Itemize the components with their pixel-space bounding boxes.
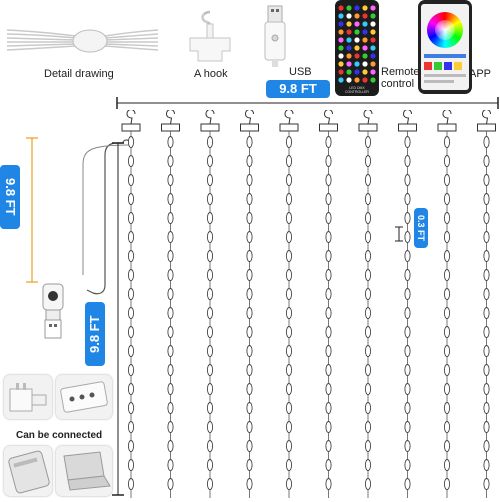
usb-label: USB [289, 66, 312, 78]
hook-icon [205, 110, 215, 125]
power-bank-card [4, 446, 52, 496]
remote-control-label: Remote control [381, 66, 420, 90]
hook-icon [126, 110, 136, 125]
detail-drawing-image [6, 29, 159, 53]
laptop-card [56, 446, 112, 496]
hook-label: A hook [194, 68, 228, 80]
hook-icon [402, 110, 412, 125]
power-strip-icon [60, 381, 108, 413]
left-height-badge: 9.8 FT [0, 165, 20, 229]
usb-plug-icon [42, 283, 64, 339]
hook-icon [481, 110, 491, 125]
left-height-dimension-line [26, 137, 38, 283]
wall-adapter-card [4, 375, 52, 419]
laptop-icon [63, 451, 111, 491]
hook-icon [244, 110, 254, 125]
hook-icon [442, 110, 452, 125]
wall-adapter-icon [9, 383, 47, 412]
hook-icon [165, 110, 175, 125]
hook-icon [323, 110, 333, 125]
remote-footer-text: LED DMX CONTROLLER [345, 86, 369, 94]
app-label: APP [469, 68, 492, 80]
power-strip-card [56, 375, 112, 419]
power-bank-icon [8, 450, 50, 494]
usb-plug-icon [264, 5, 286, 67]
spacing-badge: 0.3 FT [414, 208, 428, 248]
spacing-dimension-line [395, 226, 403, 242]
light-curtain [121, 110, 496, 498]
hook-icon [363, 110, 373, 125]
usb-cable [82, 139, 131, 295]
width-dimension-line [116, 97, 499, 109]
detail-drawing-label: Detail drawing [44, 68, 114, 80]
can-be-connected-label: Can be connected [16, 430, 103, 441]
main-height-dimension-line [112, 142, 124, 496]
width-measure-badge: 9.8 FT [266, 80, 330, 98]
hook-icon [189, 10, 231, 62]
hook-icon [284, 110, 294, 125]
remote-control-icon: LED DMX CONTROLLER [335, 0, 379, 96]
phone-app-icon [418, 0, 472, 94]
